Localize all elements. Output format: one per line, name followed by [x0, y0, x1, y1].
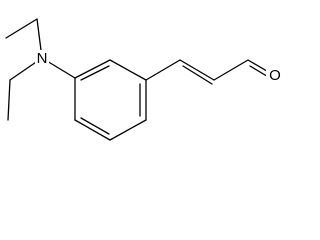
ring-double-inner-3	[80, 117, 110, 135]
ethyl-lower-bond-2	[7, 79, 11, 121]
ethyl-upper-bond-1	[5, 18, 38, 39]
nitrogen-atom-label: N	[37, 50, 48, 67]
ring-to-chain-bond	[145, 59, 181, 81]
ring-bond-4	[109, 119, 147, 141]
nitrogen-label-mask	[35, 50, 49, 66]
chemical-structure: N O	[5, 18, 282, 141]
ring-bond-5	[74, 119, 111, 141]
ring-bond-1	[74, 59, 111, 79]
ring-bond-2	[109, 59, 147, 81]
oxygen-label-mask	[266, 67, 282, 83]
chain-double-bond-outer	[179, 59, 215, 81]
oxygen-atom-label: O	[269, 67, 281, 84]
ring-double-inner-1	[80, 65, 110, 81]
chain-double-bond-inner	[182, 65, 213, 85]
chain-single-bond	[213, 59, 249, 81]
